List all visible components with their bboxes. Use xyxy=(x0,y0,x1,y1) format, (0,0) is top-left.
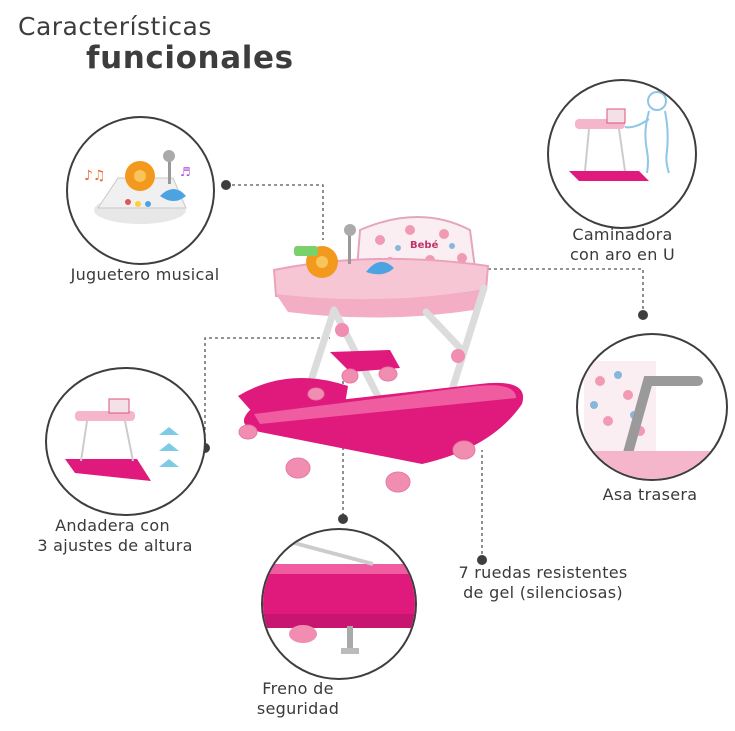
title-line-1: Características xyxy=(18,12,212,41)
wheels-connector-dot xyxy=(477,555,487,565)
svg-text:♬: ♬ xyxy=(180,165,191,179)
baby-walker-image: Bebé xyxy=(238,216,524,493)
u-ring-label-line-2: con aro en U xyxy=(569,245,676,264)
child-walker-icon xyxy=(569,91,670,181)
wheels-label-line-2: de gel (silenciosas) xyxy=(463,583,623,602)
brake-circle xyxy=(261,528,417,680)
music-toy-icon: ♪♫ ♬ xyxy=(84,150,191,224)
height-circle xyxy=(45,367,206,516)
wheels-label-line-1: 7 ruedas resistentes xyxy=(458,563,628,582)
brake-connector-dot xyxy=(338,514,348,524)
brake-label-line-1: Freno de xyxy=(262,679,334,698)
brake-label-line-2: seguridad xyxy=(256,699,340,718)
handle-circle xyxy=(576,333,728,481)
height-label-line-1: Andadera con xyxy=(55,516,170,535)
handle-label: Asa trasera xyxy=(602,485,698,504)
toy-circle: ♪♫ ♬ xyxy=(66,116,215,265)
u-ring-label-line-1: Caminadora xyxy=(572,225,673,244)
toy-label: Juguetero musical xyxy=(70,265,220,284)
walker-height-icon xyxy=(65,398,179,481)
rear-handle-icon xyxy=(578,361,726,479)
u-ring-circle xyxy=(547,79,697,229)
svg-text:♪♫: ♪♫ xyxy=(84,168,106,184)
handle-connector-dot xyxy=(638,310,648,320)
brand-logo: Bebé xyxy=(410,239,439,251)
brake-icon xyxy=(263,538,415,654)
toy-connector-dot xyxy=(221,180,231,190)
height-label-line-2: 3 ajustes de altura xyxy=(37,536,193,555)
title-line-2: funcionales xyxy=(86,40,294,76)
arrow-up-icon xyxy=(159,427,179,467)
